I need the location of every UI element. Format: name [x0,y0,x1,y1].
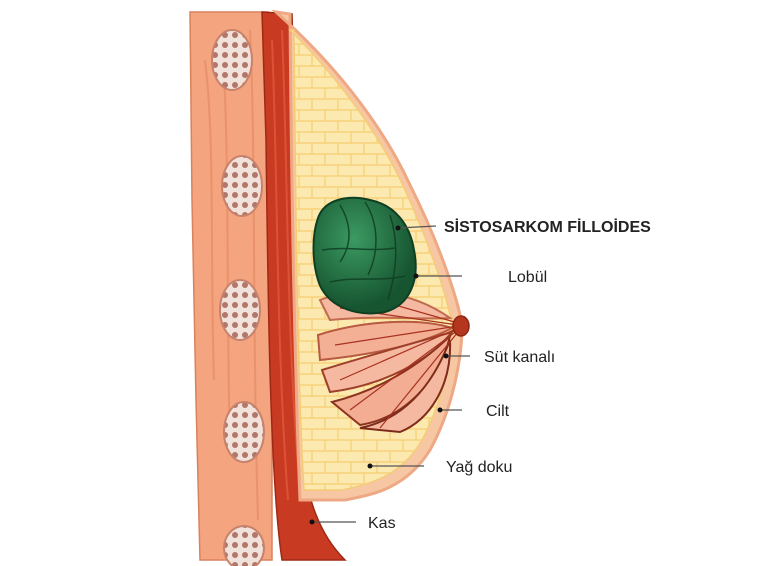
label-tumor: SİSTOSARKOM FİLLOİDES [444,218,651,236]
label-duct: Süt kanalı [484,349,555,366]
rib-5 [223,525,265,566]
milk-ducts [334,294,459,429]
gland-lobe-5 [359,339,452,434]
marker-fat [367,463,373,469]
chest-wall [189,11,273,566]
marker-skin [437,407,443,413]
tumor-nodules [321,201,406,301]
rib-cross-sections [211,29,265,566]
tumor-mass [312,196,417,315]
phyllodes-tumor [312,196,417,315]
label-lobule: Lobül [508,269,547,286]
gland-lobe-3 [320,330,455,394]
nipple [452,315,470,337]
leader-lines [309,225,470,525]
gland-lobe-2 [316,320,455,362]
marker-muscle [309,519,315,525]
leader-tumor [397,225,437,229]
labels: SİSTOSARKOM FİLLOİDES Lobül Süt kanalı C… [368,218,651,532]
rib-4 [223,401,265,463]
label-fat: Yağ doku [446,459,512,476]
rib-2 [221,155,263,217]
label-muscle: Kas [368,515,396,532]
marker-tumor [395,225,401,231]
label-skin: Cilt [486,403,510,420]
marker-lobule [413,273,419,279]
rib-3 [219,279,261,341]
rib-1 [211,29,253,91]
muscle-fibers [271,29,301,501]
marker-duct [443,353,449,359]
